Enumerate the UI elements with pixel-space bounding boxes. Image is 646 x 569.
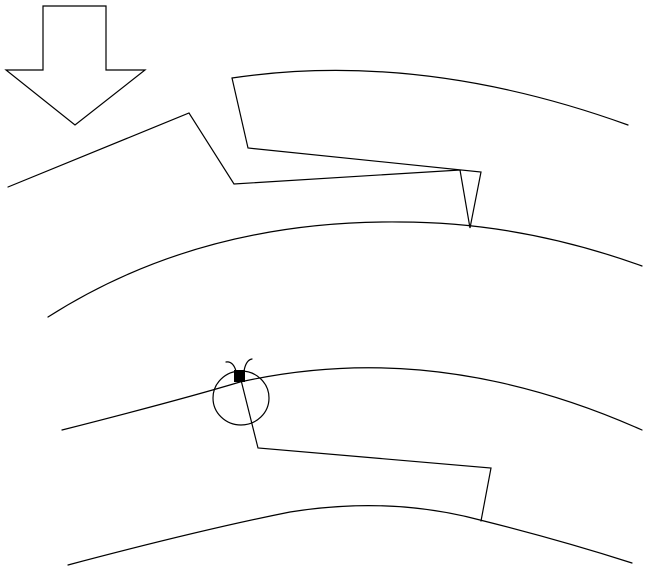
crack-outline	[8, 78, 481, 228]
lower-curved-line	[48, 222, 642, 317]
bug-left-antenna	[226, 362, 236, 371]
top-panel	[6, 6, 642, 317]
bottom-panel	[62, 359, 642, 565]
link-line	[239, 372, 491, 521]
bug-right-antenna	[244, 359, 252, 371]
upper-curved-line	[232, 70, 628, 125]
bug-icon	[213, 359, 269, 425]
upper-curved-line	[62, 368, 642, 430]
lower-curved-line	[68, 506, 632, 565]
down-arrow-icon	[6, 6, 145, 125]
